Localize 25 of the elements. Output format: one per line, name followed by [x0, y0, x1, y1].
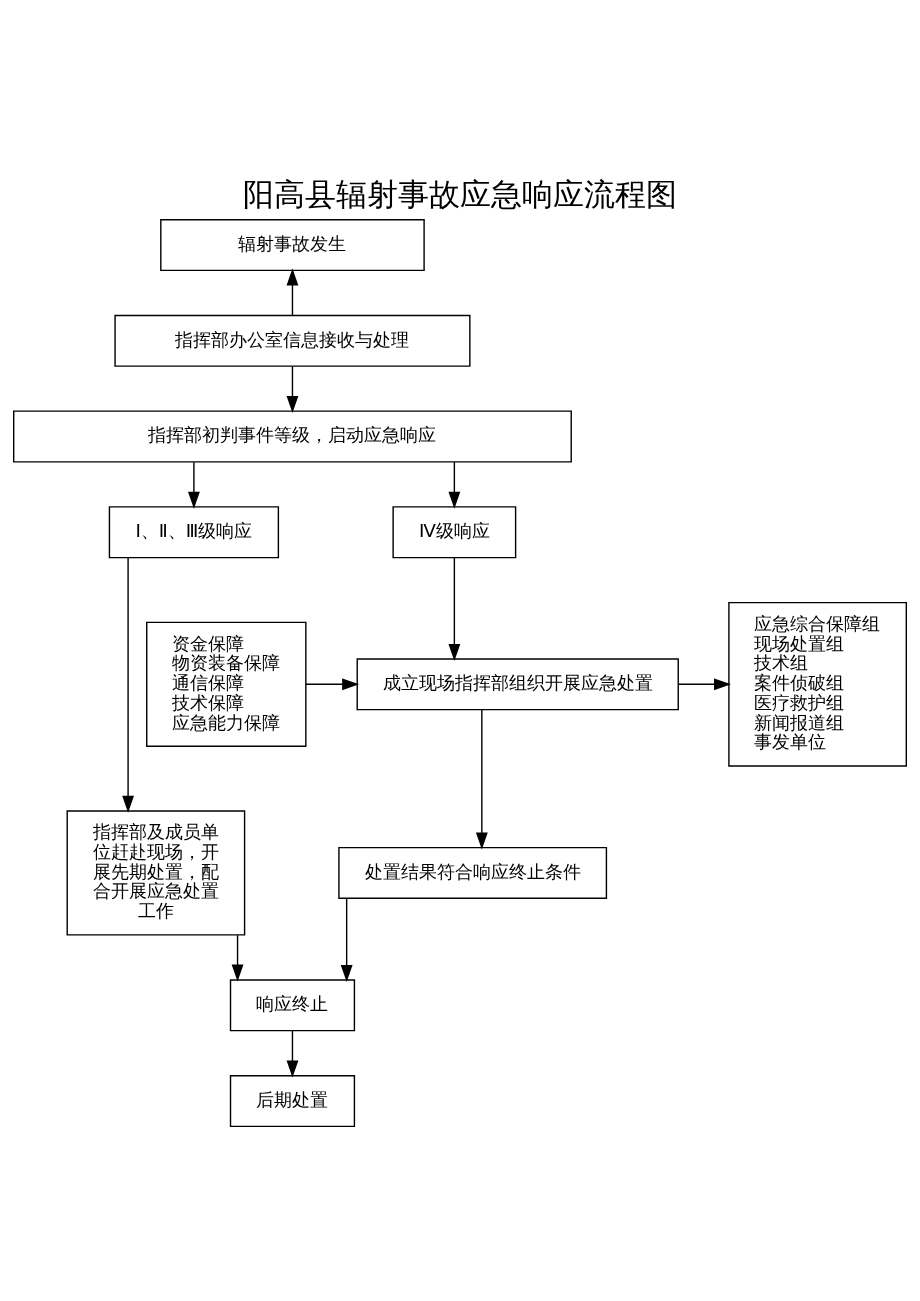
node-box: 辐射事故发生	[160, 218, 425, 272]
arrow	[122, 557, 134, 813]
node-box: 后期处置	[229, 1074, 356, 1128]
arrow	[305, 678, 360, 691]
node-box: 成立现场指挥部组织开展应急处置	[356, 658, 679, 711]
node-box: 处置结果符合响应终止条件	[338, 846, 608, 899]
arrow	[475, 709, 488, 850]
node-box: 资金保障 物资装备保障 通信保障 技术保障 应急能力保障	[146, 621, 307, 747]
arrow	[286, 268, 299, 316]
node-box: 响应终止	[229, 979, 356, 1032]
diagram-title: 阳高县辐射事故应急响应流程图	[243, 176, 677, 213]
node-box: 应急综合保障组 现场处置组 技术组 案件侦破组 医疗救护组 新闻报道组 事发单位	[728, 601, 907, 767]
node-box: 指挥部及成员单位赶赴现场，开展先期处置，配合开展应急处置工作	[66, 810, 246, 936]
node-box: 指挥部初判事件等级，启动应急响应	[13, 410, 572, 463]
arrow	[286, 1030, 299, 1078]
arrow	[340, 897, 353, 982]
arrow	[286, 365, 299, 413]
arrow	[448, 461, 461, 509]
arrow	[448, 557, 461, 661]
node-box: Ⅰ、Ⅱ、Ⅲ级响应	[108, 506, 280, 559]
arrow	[677, 678, 731, 691]
arrow	[231, 934, 244, 982]
node-box: 指挥部办公室信息接收与处理	[114, 314, 471, 367]
arrow	[188, 461, 200, 509]
node-box: Ⅳ级响应	[392, 506, 517, 559]
